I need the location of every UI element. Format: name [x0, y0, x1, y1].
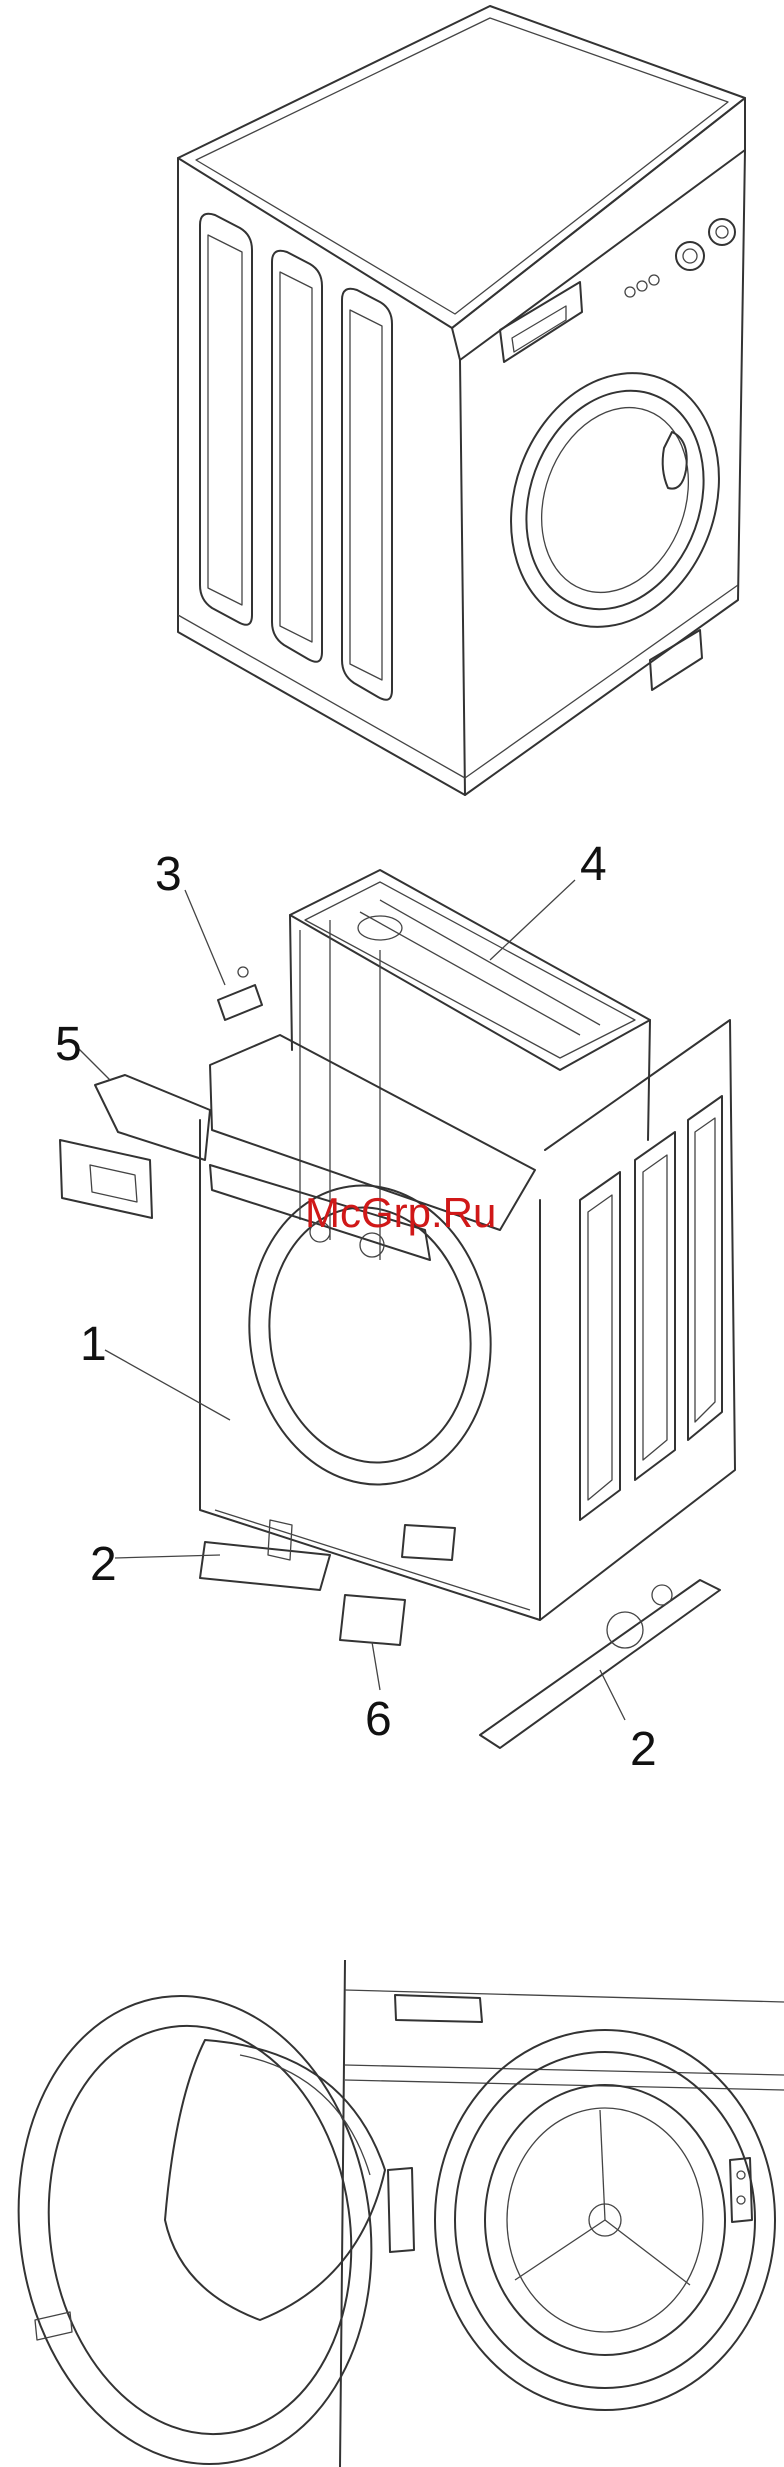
exploded-view-diagram: 3 4 5 1 2 6 2 McGrp.Ru — [0, 820, 784, 1780]
watermark-text: McGrp.Ru — [305, 1189, 496, 1236]
bracket-part — [218, 985, 262, 1020]
callout-1: 1 — [80, 1318, 107, 1371]
service-hatch-part — [340, 1595, 405, 1645]
open-door-illustration — [0, 1960, 784, 2467]
callout-3: 3 — [155, 848, 182, 901]
front-foot-part — [200, 1542, 330, 1590]
callout-6: 6 — [365, 1693, 392, 1746]
callout-2-front: 2 — [90, 1538, 117, 1591]
door-glass-bowl — [165, 2040, 385, 2320]
assembled-machine-illustration — [0, 0, 784, 800]
callout-2-rear: 2 — [630, 1723, 657, 1776]
callout-4: 4 — [580, 838, 607, 891]
detergent-drawer-part — [95, 1075, 210, 1160]
callout-5: 5 — [55, 1018, 82, 1071]
